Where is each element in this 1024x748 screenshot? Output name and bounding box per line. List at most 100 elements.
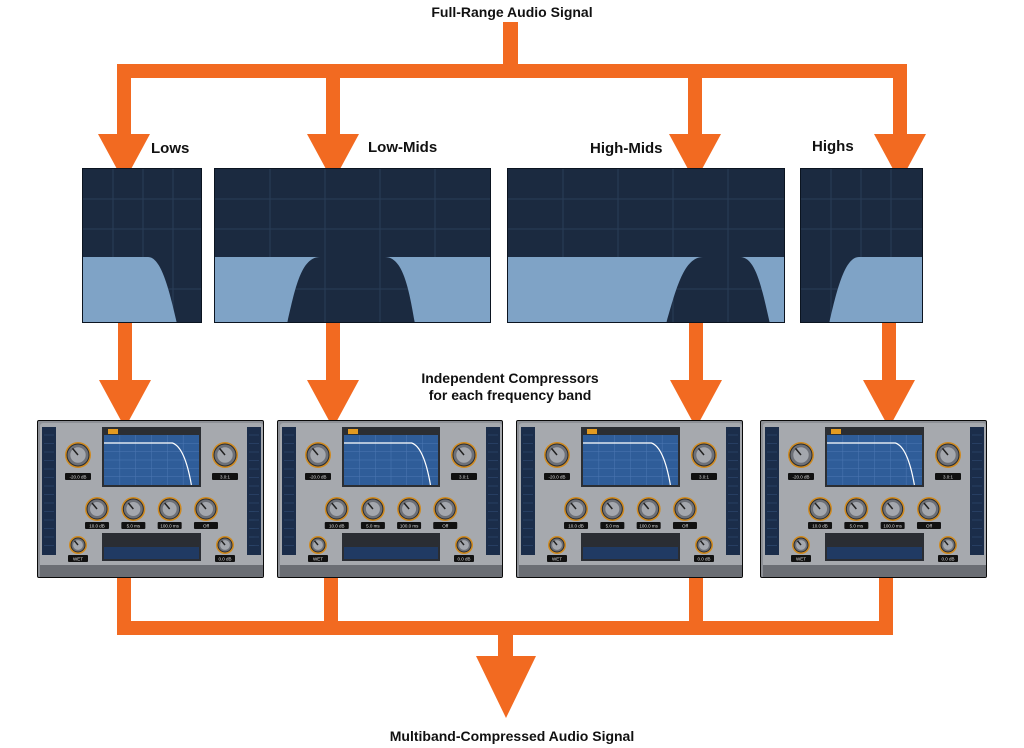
attack-readout: 5.0 ms	[121, 522, 146, 529]
dry-mix-readout: WET	[791, 555, 811, 562]
makeup-knob	[939, 536, 957, 554]
knee-readout: 10.0 dB	[564, 522, 589, 529]
filter-curve-highs	[801, 169, 922, 322]
svg-text:-20.0 dB: -20.0 dB	[69, 475, 86, 480]
depth-knob	[193, 497, 218, 521]
eq-panel-lows	[82, 168, 202, 323]
svg-text:100.0 ms: 100.0 ms	[400, 524, 419, 529]
ratio-knob	[935, 442, 961, 468]
svg-text:0.0 dB: 0.0 dB	[697, 557, 710, 562]
threshold-readout: -20.0 dB	[788, 473, 814, 480]
filter-curve-lows	[83, 169, 201, 322]
release-knob	[636, 497, 661, 521]
output-meter	[247, 427, 261, 555]
makeup-readout: 0.0 dB	[454, 555, 474, 562]
compressors-caption-line-1: Independent Compressors	[421, 370, 599, 386]
input-meter	[521, 427, 535, 555]
makeup-readout: 0.0 dB	[215, 555, 235, 562]
dry-mix-knob	[69, 536, 87, 554]
svg-text:100.0 ms: 100.0 ms	[160, 524, 179, 529]
eq-panel-low-mids	[214, 168, 491, 323]
svg-text:WET: WET	[313, 557, 323, 562]
compressor-graphic: -20.0 dB 3.0:1 10.0 dB 5.0 ms 100.0 ms OffWET…	[38, 421, 263, 577]
depth-readout: Off	[433, 522, 458, 529]
knee-readout: 10.0 dB	[324, 522, 349, 529]
svg-text:WET: WET	[796, 557, 806, 562]
output-meter	[726, 427, 740, 555]
svg-text:10.0 dB: 10.0 dB	[568, 524, 584, 529]
band-label-low-mids: Low-Mids	[368, 139, 438, 156]
dry-mix-readout: WET	[68, 555, 88, 562]
release-knob	[157, 497, 182, 521]
makeup-knob	[216, 536, 234, 554]
svg-text:0.0 dB: 0.0 dB	[941, 557, 954, 562]
depth-readout: Off	[672, 522, 697, 529]
release-knob	[397, 497, 422, 521]
makeup-readout: 0.0 dB	[938, 555, 958, 562]
svg-text:-20.0 dB: -20.0 dB	[309, 475, 326, 480]
svg-text:10.0 dB: 10.0 dB	[812, 524, 828, 529]
attack-knob	[121, 497, 146, 521]
band-label-lows: Lows	[151, 140, 190, 157]
release-readout: 100.0 ms	[636, 522, 661, 529]
release-readout: 100.0 ms	[880, 522, 905, 529]
dry-mix-readout: WET	[308, 555, 328, 562]
svg-text:0.0 dB: 0.0 dB	[218, 557, 231, 562]
threshold-readout: -20.0 dB	[305, 473, 331, 480]
svg-text:3.0:1: 3.0:1	[699, 475, 710, 480]
input-meter	[42, 427, 56, 555]
band-label-highs: Highs	[812, 138, 854, 155]
release-readout: 100.0 ms	[397, 522, 422, 529]
knee-readout: 10.0 dB	[808, 522, 833, 529]
svg-text:0.0 dB: 0.0 dB	[457, 557, 470, 562]
attack-readout: 5.0 ms	[360, 522, 385, 529]
threshold-knob	[305, 442, 331, 468]
attack-knob	[844, 497, 869, 521]
svg-text:10.0 dB: 10.0 dB	[89, 524, 105, 529]
svg-text:10.0 dB: 10.0 dB	[329, 524, 345, 529]
threshold-knob	[788, 442, 814, 468]
compressor-graphic: -20.0 dB 3.0:1 10.0 dB 5.0 ms 100.0 ms OffWET…	[761, 421, 986, 577]
svg-text:Off: Off	[926, 524, 933, 529]
output-signal-label: Multiband-Compressed Audio Signal	[389, 728, 635, 744]
svg-text:-20.0 dB: -20.0 dB	[548, 475, 565, 480]
attack-readout: 5.0 ms	[600, 522, 625, 529]
release-readout: 100.0 ms	[157, 522, 182, 529]
dry-mix-knob	[548, 536, 566, 554]
input-signal-label: Full-Range Audio Signal	[431, 4, 593, 20]
threshold-knob	[65, 442, 91, 468]
svg-text:5.0 ms: 5.0 ms	[127, 524, 141, 529]
svg-text:Off: Off	[682, 524, 689, 529]
svg-text:3.0:1: 3.0:1	[943, 475, 954, 480]
svg-text:100.0 ms: 100.0 ms	[883, 524, 902, 529]
filter-curve-low-mids	[215, 169, 490, 322]
depth-knob	[672, 497, 697, 521]
svg-text:3.0:1: 3.0:1	[459, 475, 470, 480]
ratio-knob	[451, 442, 477, 468]
svg-text:Off: Off	[442, 524, 449, 529]
depth-readout: Off	[193, 522, 218, 529]
release-knob	[880, 497, 905, 521]
output-meter	[970, 427, 984, 555]
ratio-readout: 3.0:1	[691, 473, 717, 480]
compressors-caption-line-2: for each frequency band	[428, 387, 592, 403]
svg-text:WET: WET	[73, 557, 83, 562]
eq-panel-high-mids	[507, 168, 785, 323]
compressor-graphic: -20.0 dB 3.0:1 10.0 dB 5.0 ms 100.0 ms OffWET…	[278, 421, 502, 577]
svg-text:3.0:1: 3.0:1	[220, 475, 231, 480]
ratio-readout: 3.0:1	[451, 473, 477, 480]
band-label-high-mids: High-Mids	[590, 140, 663, 157]
makeup-readout: 0.0 dB	[694, 555, 714, 562]
svg-text:5.0 ms: 5.0 ms	[366, 524, 380, 529]
output-meter	[486, 427, 500, 555]
attack-readout: 5.0 ms	[844, 522, 869, 529]
dry-mix-knob	[309, 536, 327, 554]
filter-curve-high-mids	[508, 169, 784, 322]
knee-knob	[808, 497, 833, 521]
threshold-knob	[544, 442, 570, 468]
threshold-readout: -20.0 dB	[544, 473, 570, 480]
